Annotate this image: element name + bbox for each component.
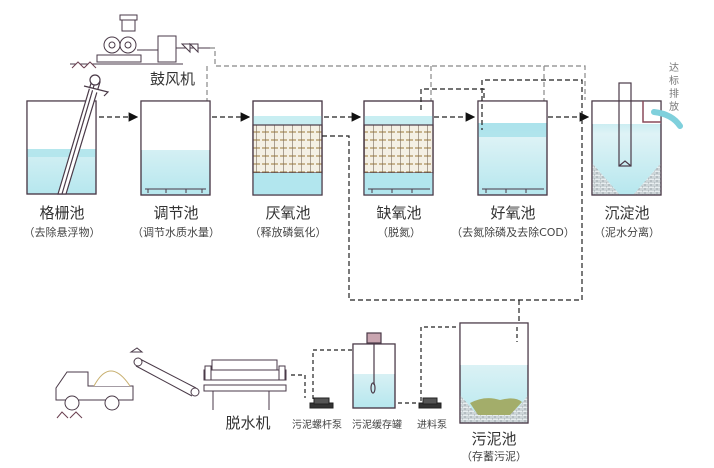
tank-desc-aerobic: （去氮除磷及去除COD） <box>451 226 575 239</box>
discharge-flow <box>651 109 683 129</box>
tank-name-anaerobic: 厌氧池 <box>265 204 311 222</box>
dewatering-label: 脱水机 <box>225 414 271 432</box>
feed-pump-label: 进料泵 <box>417 420 447 431</box>
tank-name-aerobic: 好氧池 <box>490 204 536 222</box>
flow-arrows <box>99 79 590 322</box>
tank-anoxic <box>363 100 434 196</box>
tank-name-grit: 格栅池 <box>39 204 85 222</box>
buffer-tank <box>352 332 396 409</box>
discharge-label: 达标排放 <box>669 63 679 113</box>
tank-name-clarifier: 沉淀池 <box>604 204 650 222</box>
blower-icon <box>70 14 210 69</box>
blower-label: 鼓风机 <box>150 70 196 88</box>
screw-pump-icon <box>309 397 334 409</box>
dewatering-machine-icon <box>203 359 287 410</box>
sludge-tank <box>459 322 529 424</box>
buffer-tank-label: 污泥缓存罐 <box>352 420 402 431</box>
tank-desc-anaerobic: （释放磷氨化） <box>249 226 327 239</box>
tank-name-equalization: 调节池 <box>153 204 199 222</box>
tank-name-anoxic: 缺氧池 <box>376 204 422 222</box>
tank-aerobic <box>477 100 548 196</box>
tank-desc-grit: （去除悬浮物） <box>23 226 101 239</box>
sludge-tank-desc: （存蓄污泥） <box>461 450 527 463</box>
screw-pump-label: 污泥螺杆泵 <box>292 420 342 431</box>
tank-clarifier <box>591 82 662 196</box>
sludge-tank-name: 污泥池 <box>471 430 517 448</box>
tank-equalization <box>140 100 211 196</box>
tank-grit <box>26 74 110 195</box>
tank-desc-equalization: （调节水质水量） <box>132 226 220 239</box>
truck-icon <box>55 370 134 419</box>
tank-desc-clarifier: （泥水分离） <box>594 226 660 239</box>
tank-desc-anoxic: （脱氮） <box>377 226 421 239</box>
sludge-pipes <box>291 326 518 404</box>
feed-pump-icon <box>418 397 442 409</box>
conveyor-icon <box>129 347 200 397</box>
tank-anaerobic <box>252 100 323 196</box>
